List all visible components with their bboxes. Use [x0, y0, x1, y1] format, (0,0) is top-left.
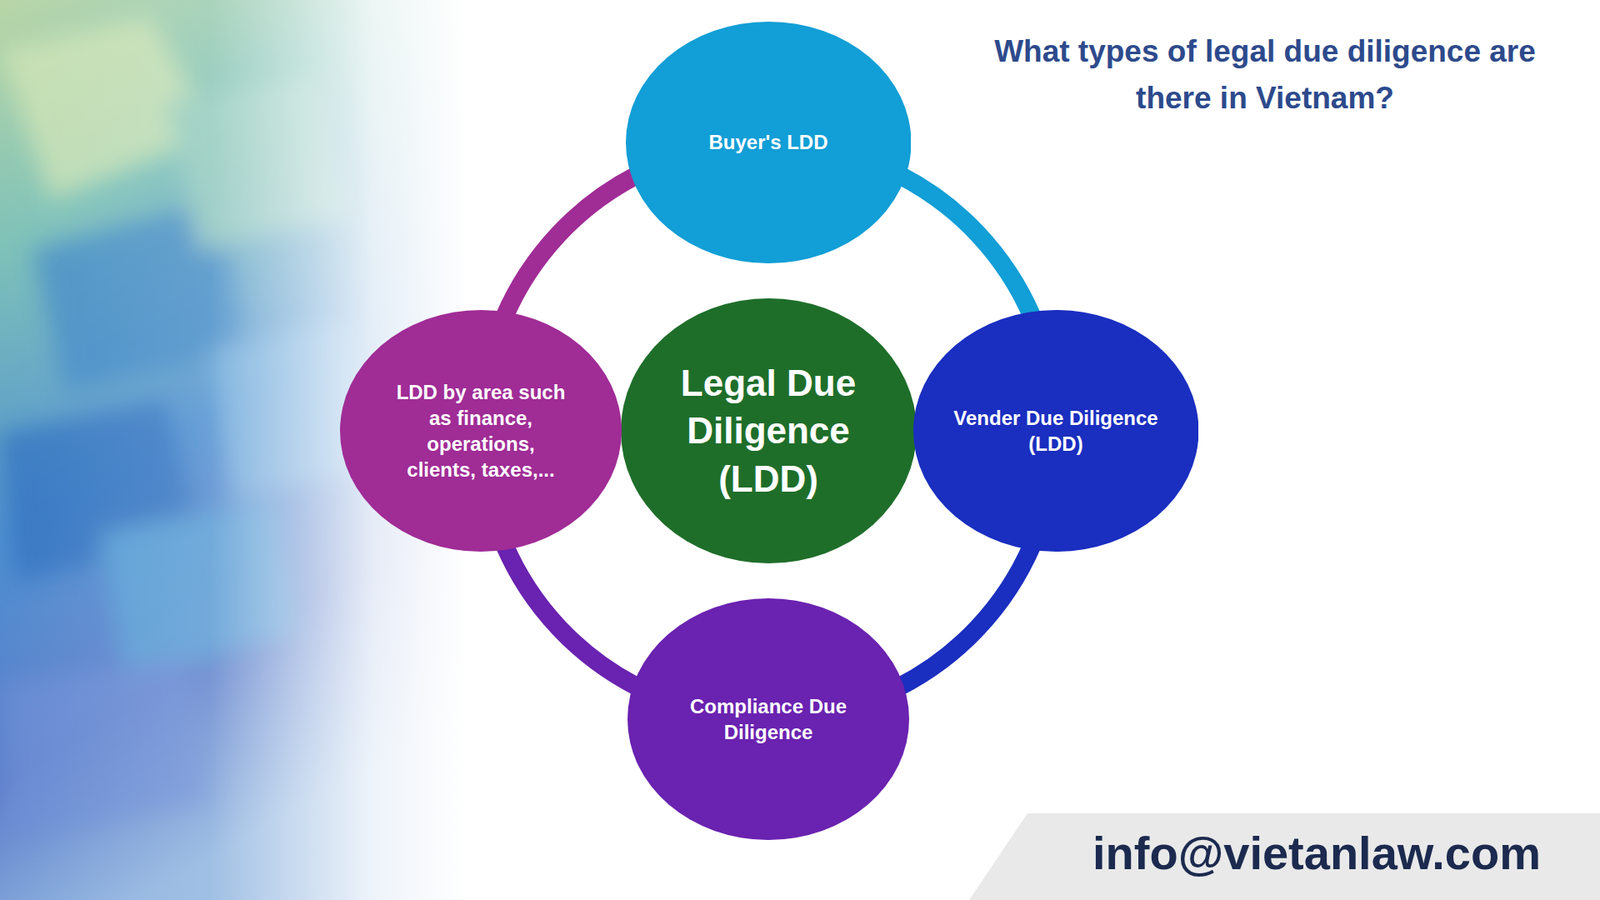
ring-connector — [900, 175, 1033, 317]
node-label: Vender Due Diligence (LDD) — [951, 405, 1160, 457]
ring-connector — [504, 175, 637, 317]
type-circle: LDD by area such as finance, operations,… — [340, 310, 622, 552]
diagram-title: What types of legal due diligence are th… — [956, 28, 1574, 121]
hub-circle: Legal Due Diligence (LDD) — [620, 298, 917, 564]
node-label: Legal Due Diligence (LDD) — [660, 359, 877, 503]
node-label: LDD by area such as finance, operations,… — [391, 379, 571, 484]
ellipse-shape — [340, 310, 622, 552]
ellipse-shape — [913, 310, 1200, 552]
type-circle: Buyer's LDD — [625, 21, 912, 264]
contact-email: info@vietanlaw.com — [1041, 825, 1592, 881]
node-label: Compliance Due Diligence — [672, 693, 865, 745]
ring-connector — [898, 545, 1032, 688]
node-label: Buyer's LDD — [664, 129, 873, 155]
type-circle: Vender Due Diligence (LDD) — [913, 310, 1200, 552]
type-circle: Compliance Due Diligence — [627, 598, 910, 840]
footer-band — [969, 813, 1600, 900]
ring-connector — [504, 545, 638, 688]
ellipse-shape — [627, 598, 910, 840]
